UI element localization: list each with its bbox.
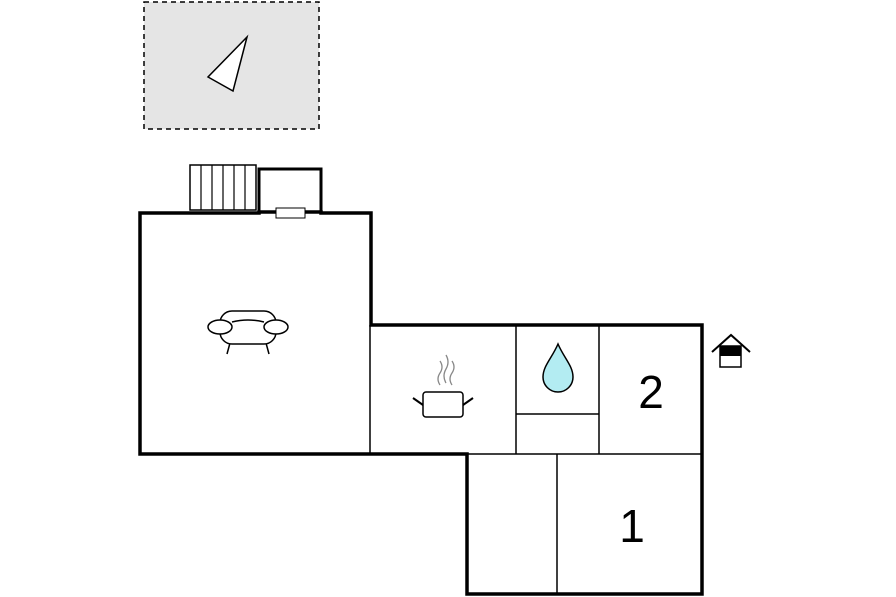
entrance-icon xyxy=(711,333,751,368)
cooking-pot-icon xyxy=(412,354,474,418)
porch-door-gap xyxy=(275,207,306,219)
sofa-icon xyxy=(207,310,289,355)
room-label-2: 2 xyxy=(638,366,664,418)
stairs-icon xyxy=(189,164,257,211)
room-label-1: 1 xyxy=(619,500,645,552)
outer-wall xyxy=(138,210,704,596)
interior-walls xyxy=(369,325,702,594)
porch-wall xyxy=(257,167,323,212)
compass-arrow-icon xyxy=(206,34,249,93)
water-drop-icon xyxy=(542,342,574,393)
